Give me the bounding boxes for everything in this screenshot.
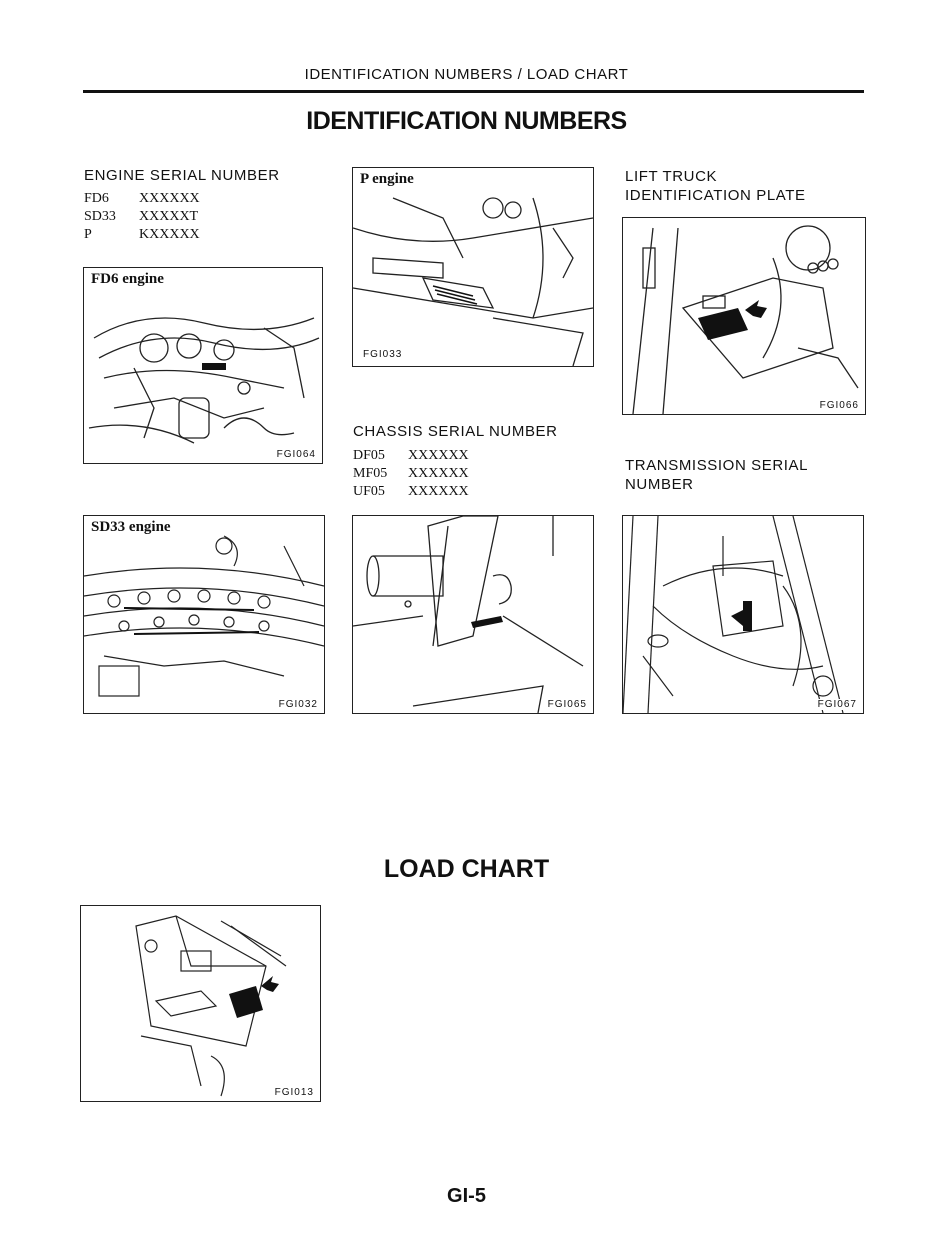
header-rule [83,90,864,93]
fig-label: FD6 engine [88,271,167,288]
transmission-serial-heading: TRANSMISSION SERIAL NUMBER [625,457,809,493]
fig-code: FGI065 [545,699,589,710]
section-title: LOAD CHART [383,855,550,883]
fig-code: FGI033 [361,349,405,360]
lift-plate-heading: LIFT TRUCK IDENTIFICATION PLATE [625,168,806,204]
engine-drawing [88,317,320,444]
lift-plate-figure: FGI066 [622,217,866,415]
engine-serial-heading: ENGINE SERIAL NUMBER [84,167,280,184]
fig-code: FGI032 [276,699,320,710]
fig-code: FGI064 [274,449,318,460]
fig-code: FGI067 [815,699,859,710]
fd6-engine-figure: FD6 engine FGI064 [83,267,323,464]
chassis-figure: FGI065 [352,515,594,714]
transmission-figure: FGI067 [622,515,864,714]
load-chart-drawing [135,915,287,1097]
p-engine-figure: P engine FGI033 [352,167,594,367]
fig-code: FGI013 [272,1087,316,1098]
fig-code: FGI066 [817,400,861,411]
truck-drawing [632,225,859,414]
engine-drawing [353,197,593,366]
chassis-serial-heading: CHASSIS SERIAL NUMBER [353,423,558,440]
engine-drawing [84,535,324,697]
load-chart-figure: FGI013 [80,905,321,1102]
chassis-drawing [353,516,584,713]
sd33-engine-figure: SD33 engine FGI032 [83,515,325,714]
running-title: IDENTIFICATION NUMBERS / LOAD CHART [304,66,629,83]
page-title: IDENTIFICATION NUMBERS [306,107,627,135]
fig-label: SD33 engine [88,519,174,536]
fig-label: P engine [357,171,417,188]
page-number: GI-5 [447,1185,486,1207]
transmission-drawing [623,516,844,713]
